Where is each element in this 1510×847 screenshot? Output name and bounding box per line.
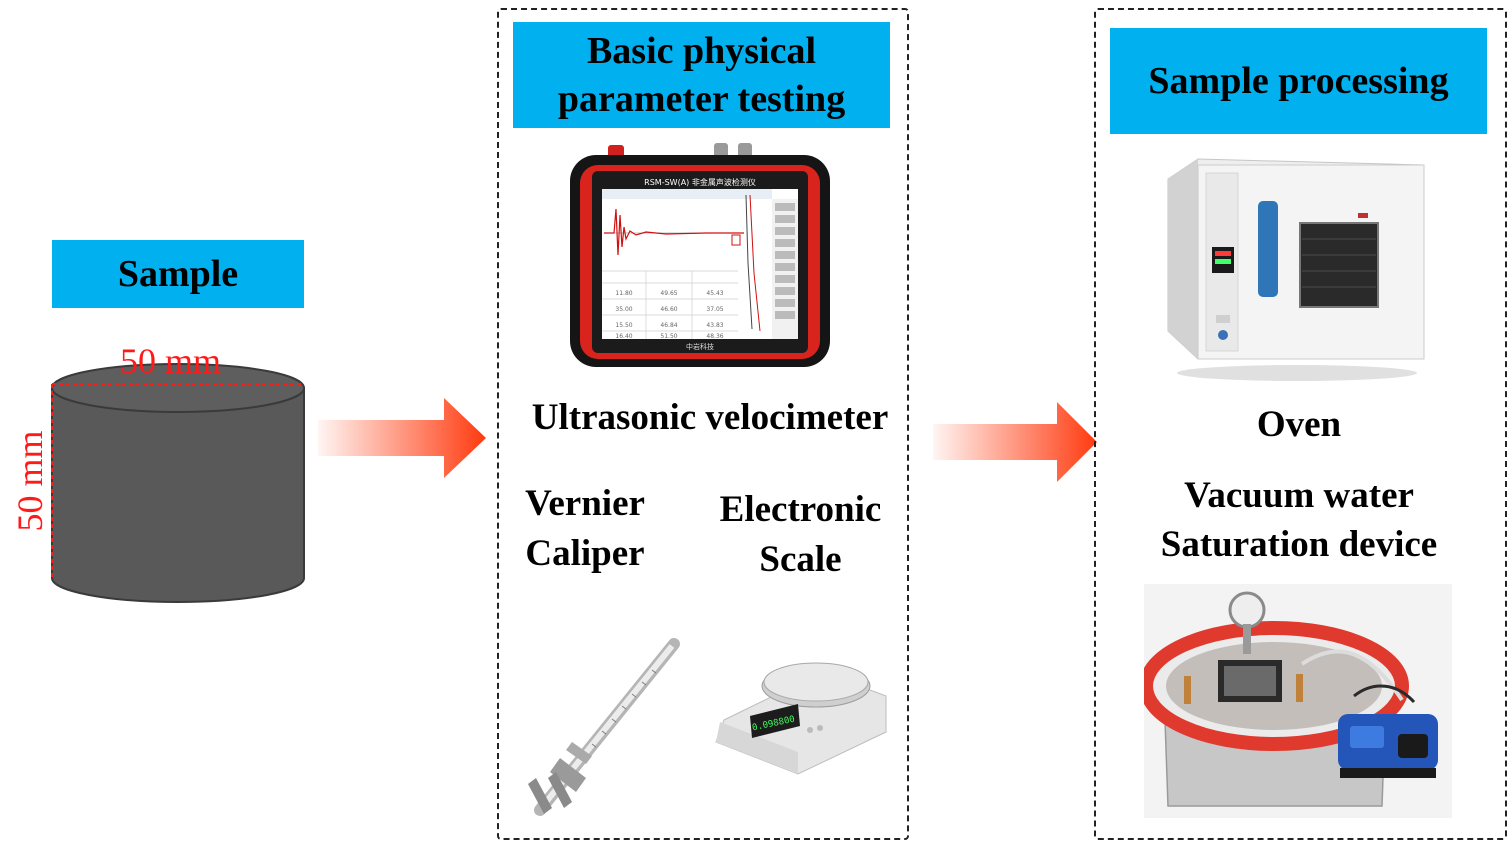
height-label: 50 mm: [10, 430, 50, 532]
svg-text:16.40: 16.40: [615, 333, 632, 340]
sample-cylinder: [51, 363, 305, 603]
device-brand: RSM-SW(A) 非金属声波检测仪: [644, 177, 756, 187]
vernier-caliper-image: [528, 638, 680, 816]
svg-text:43.83: 43.83: [706, 322, 723, 329]
svg-text:46.84: 46.84: [660, 322, 677, 329]
testing-title: Basic physical parameter testing: [513, 22, 890, 128]
processing-title: Sample processing: [1110, 28, 1487, 134]
arrow-2-shape: [933, 402, 1097, 482]
arrow-2: [933, 402, 1097, 482]
oven-label: Oven: [1256, 404, 1342, 445]
arrow-1-shape: [318, 398, 486, 478]
vacuum-label-line1: Vacuum water: [1184, 475, 1414, 516]
sample-title: Sample: [52, 240, 304, 308]
vacuum-label-line2: Saturation device: [1160, 524, 1438, 565]
svg-text:51.50: 51.50: [660, 333, 677, 340]
testing-title-line1: Basic physical: [586, 30, 817, 72]
ultrasonic-velocimeter-image: RSM-SW(A) 非金属声波检测仪 11.80 49.65 45.43 35.…: [570, 143, 830, 367]
svg-text:11.80: 11.80: [615, 290, 632, 297]
testing-title-line2: parameter testing: [557, 78, 846, 120]
electronic-scale-image: 0.098800: [715, 662, 887, 775]
cylinder-body: [51, 387, 305, 603]
arrow-1: [318, 398, 486, 478]
vacuum-saturation-device-image: [1144, 584, 1452, 818]
device-footer: 中岩科技: [686, 342, 714, 351]
scale-label-line1: Electronic: [719, 489, 882, 530]
diameter-label: 50 mm: [120, 341, 222, 381]
processing-panel: [1094, 8, 1507, 840]
svg-text:35.00: 35.00: [615, 306, 632, 313]
scale-label-line2: Scale: [759, 539, 842, 580]
vernier-label-line2: Caliper: [525, 533, 645, 574]
svg-text:45.43: 45.43: [706, 290, 723, 297]
svg-text:37.05: 37.05: [706, 306, 723, 313]
ultrasonic-label: Ultrasonic velocimeter: [531, 397, 889, 438]
svg-text:46.60: 46.60: [660, 306, 677, 313]
svg-text:49.65: 49.65: [660, 290, 677, 297]
sample-title-text: Sample: [117, 253, 239, 295]
testing-panel: [497, 8, 909, 840]
vernier-label-line1: Vernier: [525, 483, 645, 524]
svg-text:15.50: 15.50: [615, 322, 632, 329]
oven-image: [1167, 158, 1425, 381]
svg-text:48.36: 48.36: [706, 333, 723, 340]
processing-title-text: Sample processing: [1148, 60, 1449, 102]
